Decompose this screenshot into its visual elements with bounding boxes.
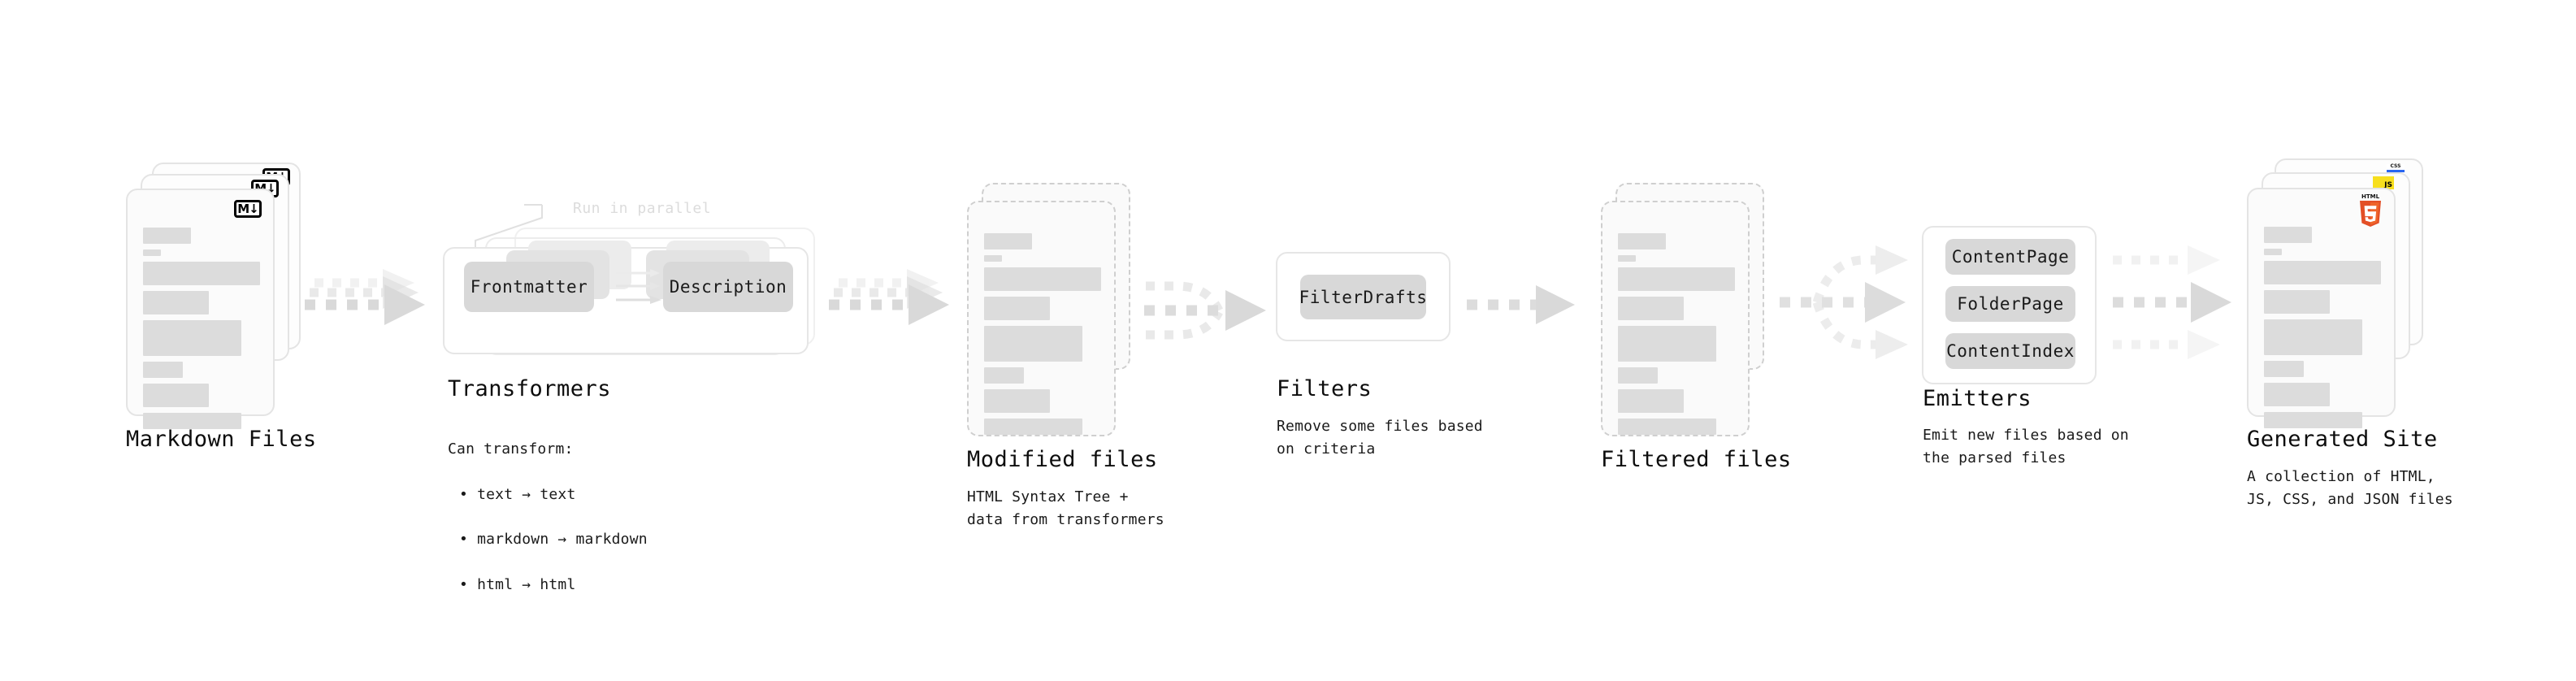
emitter-chip-contentpage[interactable]: ContentPage [1945, 239, 2075, 275]
arrow-filtered-to-emitters-split [1780, 245, 1908, 359]
emitters-title: Emitters [1923, 386, 2032, 411]
content-line [984, 389, 1050, 413]
content-line [984, 419, 1082, 435]
content-line [1618, 267, 1735, 291]
content-line [143, 384, 209, 407]
markdown-file-card-front: M↓ [126, 189, 275, 429]
content-line [143, 413, 241, 429]
emitter-chip-contentpage-label: ContentPage [1951, 247, 2070, 267]
filters-title: Filters [1277, 376, 1373, 401]
arrow-transformers-to-modified [829, 269, 949, 325]
css-icon: CSS [2387, 164, 2405, 175]
arrow-emitters-to-site [2113, 245, 2231, 359]
arrow-markdown-to-transformers [305, 269, 425, 325]
js-icon-label: JS [2384, 181, 2392, 189]
content-line [2264, 261, 2381, 284]
css-icon-underline [2387, 170, 2405, 172]
transformer-inner-arrows [616, 269, 661, 304]
content-line [2264, 319, 2362, 355]
modified-files-subtitle: HTML Syntax Tree + data from transformer… [967, 488, 1164, 528]
content-line [984, 326, 1082, 362]
filter-chip-filterdrafts-label: FilterDrafts [1299, 287, 1428, 307]
generated-site-content-lines [2264, 227, 2381, 434]
transformer-chip-frontmatter[interactable]: Frontmatter [464, 262, 594, 312]
markdown-files-title: Markdown Files [126, 427, 317, 452]
emitter-chip-contentindex[interactable]: ContentIndex [1945, 333, 2075, 369]
filter-chip-filterdrafts[interactable]: FilterDrafts [1299, 275, 1428, 319]
content-line [2264, 290, 2330, 314]
generated-site-card-stack: CSS JS HTML [2247, 158, 2423, 428]
emitters-subtitle: Emit new files based on the parsed files [1923, 427, 2129, 466]
content-line [984, 367, 1024, 384]
content-line [1618, 326, 1716, 362]
content-line [984, 267, 1101, 291]
content-line [1618, 367, 1658, 384]
arrow-filters-to-filtered [1467, 285, 1575, 324]
filtered-file-card-front [1601, 201, 1750, 436]
content-line [1618, 389, 1684, 413]
content-line [2264, 249, 2282, 255]
transformers-subtitle-lead: Can transform: [448, 440, 574, 458]
content-line [984, 233, 1033, 249]
transformers-group: Run in parallel Frontmatter De [443, 195, 825, 366]
arrow-modified-to-filters-merge [1144, 281, 1266, 340]
markdown-files-card-stack: M↓ M↓ M↓ [126, 163, 301, 429]
js-icon: JS [2373, 176, 2394, 189]
transformers-subtitle: Can transform: • text → text • markdown … [448, 415, 648, 619]
content-line [2264, 412, 2362, 428]
content-line [1618, 297, 1684, 320]
content-line [143, 262, 260, 285]
filtered-file-content-lines [1618, 233, 1735, 440]
filtered-files-card-stack [1601, 183, 1776, 443]
content-line [143, 320, 241, 356]
content-line [984, 297, 1050, 320]
html5-icon: HTML [2357, 194, 2383, 228]
generated-site-subtitle: A collection of HTML, JS, CSS, and JSON … [2247, 468, 2453, 508]
html5-icon-shield [2358, 201, 2383, 228]
modified-files-title: Modified files [967, 447, 1158, 472]
transformers-bullet-0-label: text → text [477, 485, 576, 503]
content-line [2264, 383, 2330, 406]
content-line [2264, 361, 2304, 377]
content-line [143, 362, 183, 378]
filters-subtitle: Remove some files based on criteria [1277, 418, 1483, 458]
modified-file-content-lines [984, 233, 1101, 440]
content-line [143, 228, 192, 244]
content-line [143, 249, 161, 256]
emitter-chip-folderpage[interactable]: FolderPage [1945, 286, 2075, 322]
transformers-bullet-2-label: html → html [477, 576, 576, 594]
transformers-bullet-1: • markdown → markdown [459, 531, 648, 549]
modified-files-card-stack [967, 183, 1142, 443]
markdown-file-content-lines [143, 228, 260, 435]
transformer-chip-frontmatter-label: Frontmatter [470, 277, 588, 297]
modified-file-card-front [967, 201, 1116, 436]
transformer-chip-description-label: Description [669, 277, 787, 297]
content-line [2264, 227, 2313, 243]
transformers-bullet-0: • text → text [459, 485, 576, 503]
html5-icon-label: HTML [2361, 193, 2380, 200]
emitter-chip-contentindex-label: ContentIndex [1946, 341, 2075, 361]
content-line [1618, 255, 1636, 262]
css-icon-label: CSS [2390, 163, 2401, 169]
generated-site-title: Generated Site [2247, 427, 2438, 452]
run-in-parallel-label: Run in parallel [573, 200, 712, 217]
transformers-bullet-2: • html → html [459, 576, 576, 594]
markdown-icon-label: M↓ [237, 201, 258, 216]
transformer-chip-description[interactable]: Description [663, 262, 793, 312]
transformers-title: Transformers [448, 376, 612, 401]
markdown-icon: M↓ [234, 200, 262, 218]
content-line [143, 291, 209, 314]
filtered-files-title: Filtered files [1601, 447, 1792, 472]
content-line [1618, 233, 1667, 249]
transformers-bullet-1-label: markdown → markdown [477, 531, 648, 549]
content-line [1618, 419, 1716, 435]
emitter-chip-folderpage-label: FolderPage [1957, 294, 2064, 314]
content-line [984, 255, 1002, 262]
generated-site-card-front: HTML [2247, 188, 2396, 428]
